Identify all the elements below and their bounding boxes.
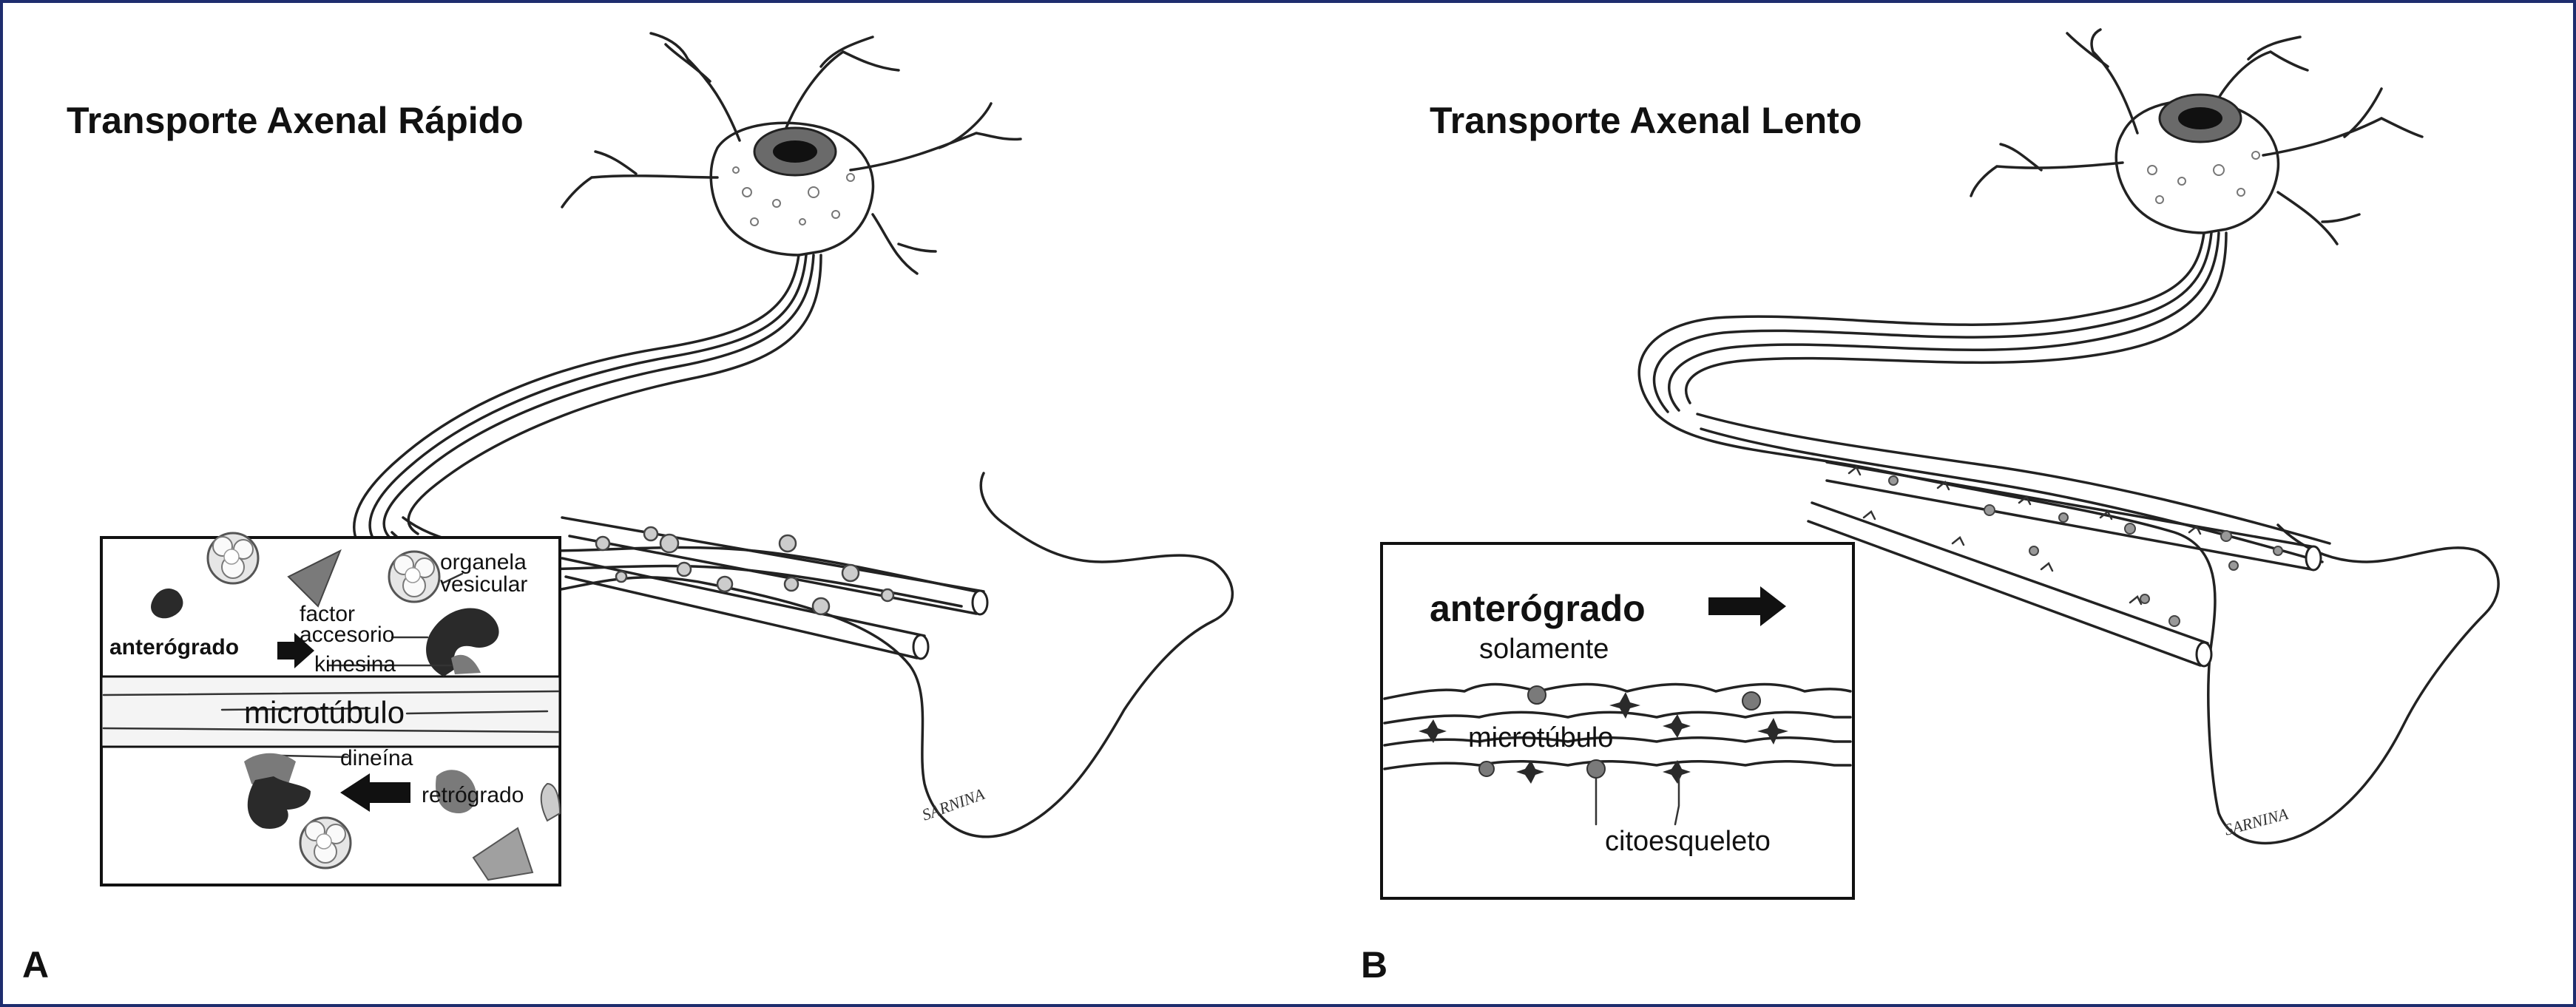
vesicle [206,532,260,585]
label-anterogrado-b: anterógrado [1430,588,1646,629]
vesicle [299,816,352,869]
label-microtubulo-a: microtúbulo [244,695,405,730]
label-citoesqueleto: citoesqueleto [1605,826,1771,857]
dendrite [1970,143,2124,197]
dendrite [849,102,1022,172]
label-organela: organela [440,550,527,574]
label-retrogrado: retrógrado [422,783,524,807]
cytoskeleton-strands [1383,682,1852,770]
neuron-b-drawing: SARNINA [1637,28,2500,845]
accessory-protein-top [287,549,342,608]
label-vesicular: vesicular [440,572,527,597]
panel-a: Transporte Axenal Rápido A [22,32,1234,986]
artist-signature: SARNINA [919,784,987,824]
anterograde-arrow-a [277,633,314,668]
artist-signature: SARNINA [2222,804,2291,839]
axon-tubes-b [1807,461,2322,668]
dendrite [2066,28,2139,135]
vesicle-organela [388,550,441,603]
kinesin-foot [451,654,481,674]
panel-b-letter: B [1361,944,1387,986]
slow-cargo-dots [1478,685,1761,779]
label-dineina: dineína [340,746,413,770]
label-solamente: solamente [1479,634,1609,665]
label-microtubulo-b: microtúbulo [1468,722,1613,753]
nucleolus-b [2178,107,2222,129]
dynein-motor [247,776,311,829]
panel-b: Transporte Axenal Lento B [1361,28,2500,986]
panel-a-title: Transporte Axenal Rápido [67,100,524,141]
soma-texture [732,166,855,226]
inset-a: organela vesicular factor accesorio ante… [100,532,561,886]
dendrite [2276,191,2361,245]
soma-a [709,121,875,257]
dendrite [782,35,900,135]
label-factor: factor [300,602,355,626]
accessory-protein-bottom [472,827,534,881]
panel-b-title: Transporte Axenal Lento [1430,100,1862,141]
dendrite [561,150,719,208]
label-anterogrado-a: anterógrado [109,635,239,660]
retrograde-cargo [436,770,476,813]
inset-b: anterógrado solamente microtúbulo citoes… [1380,542,1855,900]
label-kinesina: kinesina [314,652,396,677]
axon-tubes-a [561,516,989,660]
dendrite [871,213,937,275]
panel-a-letter: A [22,944,49,986]
nucleolus-a [773,140,817,163]
label-accesorio: accesorio [300,623,394,647]
motor-protein-top [151,588,183,619]
dendrite [2262,87,2424,157]
soma-texture [2147,151,2260,204]
dendrite [649,32,741,142]
anterograde-arrow-b [1708,586,1786,626]
kinesin-motor [426,608,499,677]
cytoskeleton-stars [1419,692,1788,784]
retrograde-arrow-a [340,773,410,812]
